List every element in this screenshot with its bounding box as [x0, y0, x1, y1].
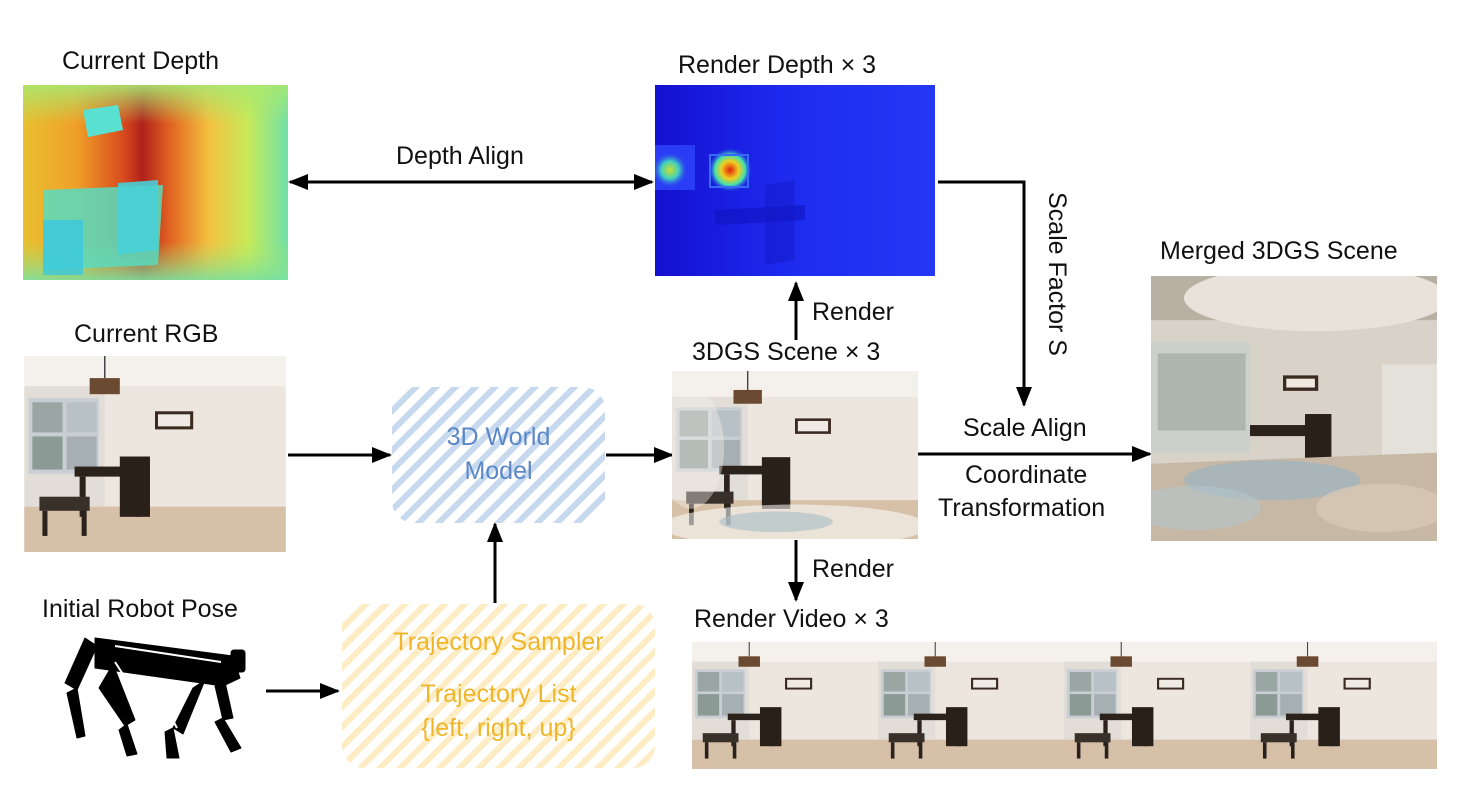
trajectory-list-title: Trajectory List: [420, 680, 577, 708]
render-up-label: Render: [812, 298, 894, 326]
render-video-strip: [692, 642, 1437, 769]
video-frame-1: [692, 642, 878, 769]
trajectory-sampler-box: Trajectory Sampler Trajectory List {left…: [342, 604, 655, 768]
render-video-label: Render Video × 3: [694, 605, 889, 633]
merged-scene-image: [1151, 276, 1437, 541]
render-down-label: Render: [812, 555, 894, 583]
transformation-label: Transformation: [938, 494, 1106, 522]
merged-scene-label: Merged 3DGS Scene: [1160, 237, 1398, 265]
coordinate-label: Coordinate: [965, 461, 1088, 489]
current-depth-label: Current Depth: [62, 47, 220, 75]
video-frame-4: [1250, 642, 1437, 769]
current-depth-image: [23, 85, 288, 280]
world-model-line1: 3D World: [446, 423, 551, 452]
video-frame-3: [1064, 642, 1250, 769]
depth-align-label: Depth Align: [396, 142, 524, 170]
current-rgb-label: Current RGB: [74, 320, 219, 348]
3dgs-scene-image: [672, 371, 918, 539]
trajectory-sampler-title: Trajectory Sampler: [393, 628, 604, 656]
world-model-box: 3D World Model: [392, 387, 605, 523]
scale-factor-label: Scale Factor S: [1043, 192, 1071, 356]
current-rgb-image: [23, 356, 287, 552]
3dgs-scene-label: 3DGS Scene × 3: [692, 338, 881, 366]
trajectory-list-items: {left, right, up}: [421, 714, 576, 742]
initial-pose-label: Initial Robot Pose: [42, 595, 238, 623]
world-model-line2: Model: [464, 457, 533, 485]
scale-align-label: Scale Align: [963, 414, 1087, 442]
robot-dog-icon: [64, 637, 246, 759]
video-frame-2: [878, 642, 1064, 769]
render-depth-label: Render Depth × 3: [678, 51, 877, 79]
scale-factor-arrow: [938, 180, 1032, 407]
render-depth-image: [655, 85, 935, 276]
